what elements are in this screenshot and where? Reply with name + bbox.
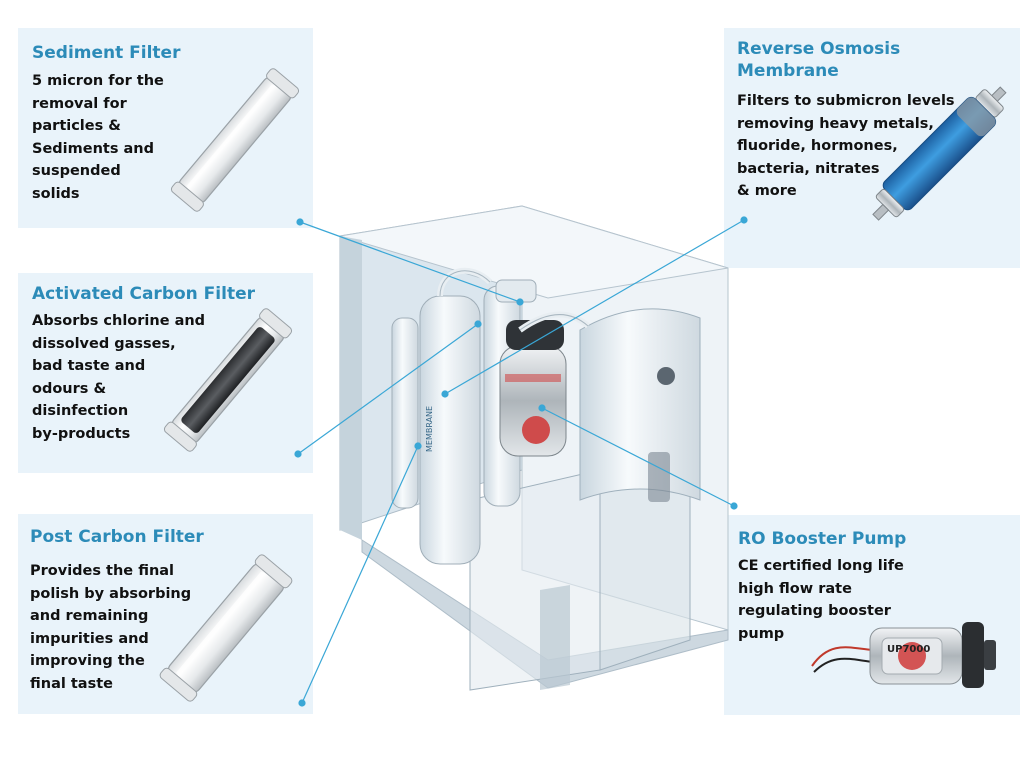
desc-line: impurities and [30, 630, 149, 647]
desc-line: Sediments and [32, 140, 154, 157]
leader-dot-pump-end [538, 404, 546, 412]
purifier-device: MEMBRANE [339, 205, 729, 691]
desc-line: & more [737, 183, 797, 200]
desc-line: polish by absorbing [30, 585, 192, 602]
ro-booster-pump-description: CE certified long life high flow rate re… [738, 555, 1020, 645]
desc-line: improving the [30, 653, 145, 670]
title-line: Reverse Osmosis [737, 39, 901, 59]
desc-line: bad taste and [32, 358, 146, 375]
leader-line-post [301, 445, 419, 704]
desc-line: Provides the final [30, 563, 175, 579]
desc-line: pump [738, 625, 785, 642]
desc-line: suspended [32, 163, 121, 180]
leader-dot-pump [730, 502, 738, 510]
membrane-housing-label: MEMBRANE [425, 406, 434, 452]
leader-dot-ro [740, 216, 748, 224]
leader-lines [294, 216, 748, 707]
sediment-filter-description: 5 micron for the removal for particles &… [32, 70, 313, 206]
desc-line: solids [32, 185, 80, 202]
post-carbon-filter-title: Post Carbon Filter [30, 527, 204, 547]
booster-pump-icon: UP7000 [811, 622, 996, 688]
desc-line: regulating booster [738, 603, 891, 620]
leader-dot-post-end [414, 442, 422, 450]
leader-dot-sediment [296, 218, 304, 226]
reverse-osmosis-membrane-title: Reverse Osmosis Membrane [737, 38, 1020, 82]
desc-line: bacteria, nitrates [737, 160, 880, 177]
desc-line: CE certified long life [738, 558, 904, 574]
desc-line: dissolved gasses, [32, 335, 176, 352]
ro-booster-pump-title: RO Booster Pump [738, 529, 907, 549]
desc-line: final taste [30, 675, 113, 692]
post-carbon-filter-description: Provides the final polish by absorbing a… [30, 560, 313, 696]
ro-booster-pump-panel: RO Booster Pump CE certified long life h… [724, 515, 1020, 715]
desc-line: high flow rate [738, 580, 852, 597]
leader-dot-carbon-end [474, 320, 482, 328]
sediment-cartridge-icon [170, 68, 300, 212]
desc-line: particles & [32, 118, 121, 135]
desc-line: disinfection [32, 403, 129, 420]
desc-line: removing heavy metals, [737, 115, 934, 132]
desc-line: odours & [32, 380, 107, 397]
sediment-filter-title: Sediment Filter [32, 43, 181, 63]
leader-dot-post [298, 699, 306, 707]
leader-dot-ro-end [441, 390, 449, 398]
desc-line: Filters to submicron levels [737, 93, 955, 109]
leader-line-pump [541, 407, 735, 507]
leader-line-carbon [297, 323, 479, 455]
pump-label: UP7000 [887, 644, 930, 655]
leader-line-sediment [299, 221, 521, 303]
desc-line: and remaining [30, 608, 149, 625]
activated-carbon-filter-description: Absorbs chlorine and dissolved gasses, b… [32, 310, 313, 446]
ro-membrane-icon [872, 86, 1007, 221]
desc-line: 5 micron for the [32, 73, 164, 89]
activated-carbon-filter-title: Activated Carbon Filter [32, 284, 255, 304]
leader-line-ro [444, 219, 745, 395]
desc-line: Absorbs chlorine and [32, 313, 206, 329]
carbon-cartridge-icon [163, 308, 293, 452]
leader-dot-sediment-end [516, 298, 524, 306]
desc-line: by-products [32, 425, 131, 442]
title-line: Membrane [737, 61, 839, 81]
activated-carbon-filter-panel: Activated Carbon Filter Absorbs chlorine… [18, 273, 313, 473]
desc-line: fluoride, hormones, [737, 138, 898, 155]
leader-dot-carbon [294, 450, 302, 458]
reverse-osmosis-membrane-description: Filters to submicron levels removing hea… [737, 90, 1020, 203]
desc-line: removal for [32, 95, 127, 112]
post-carbon-cartridge-icon [159, 554, 293, 702]
